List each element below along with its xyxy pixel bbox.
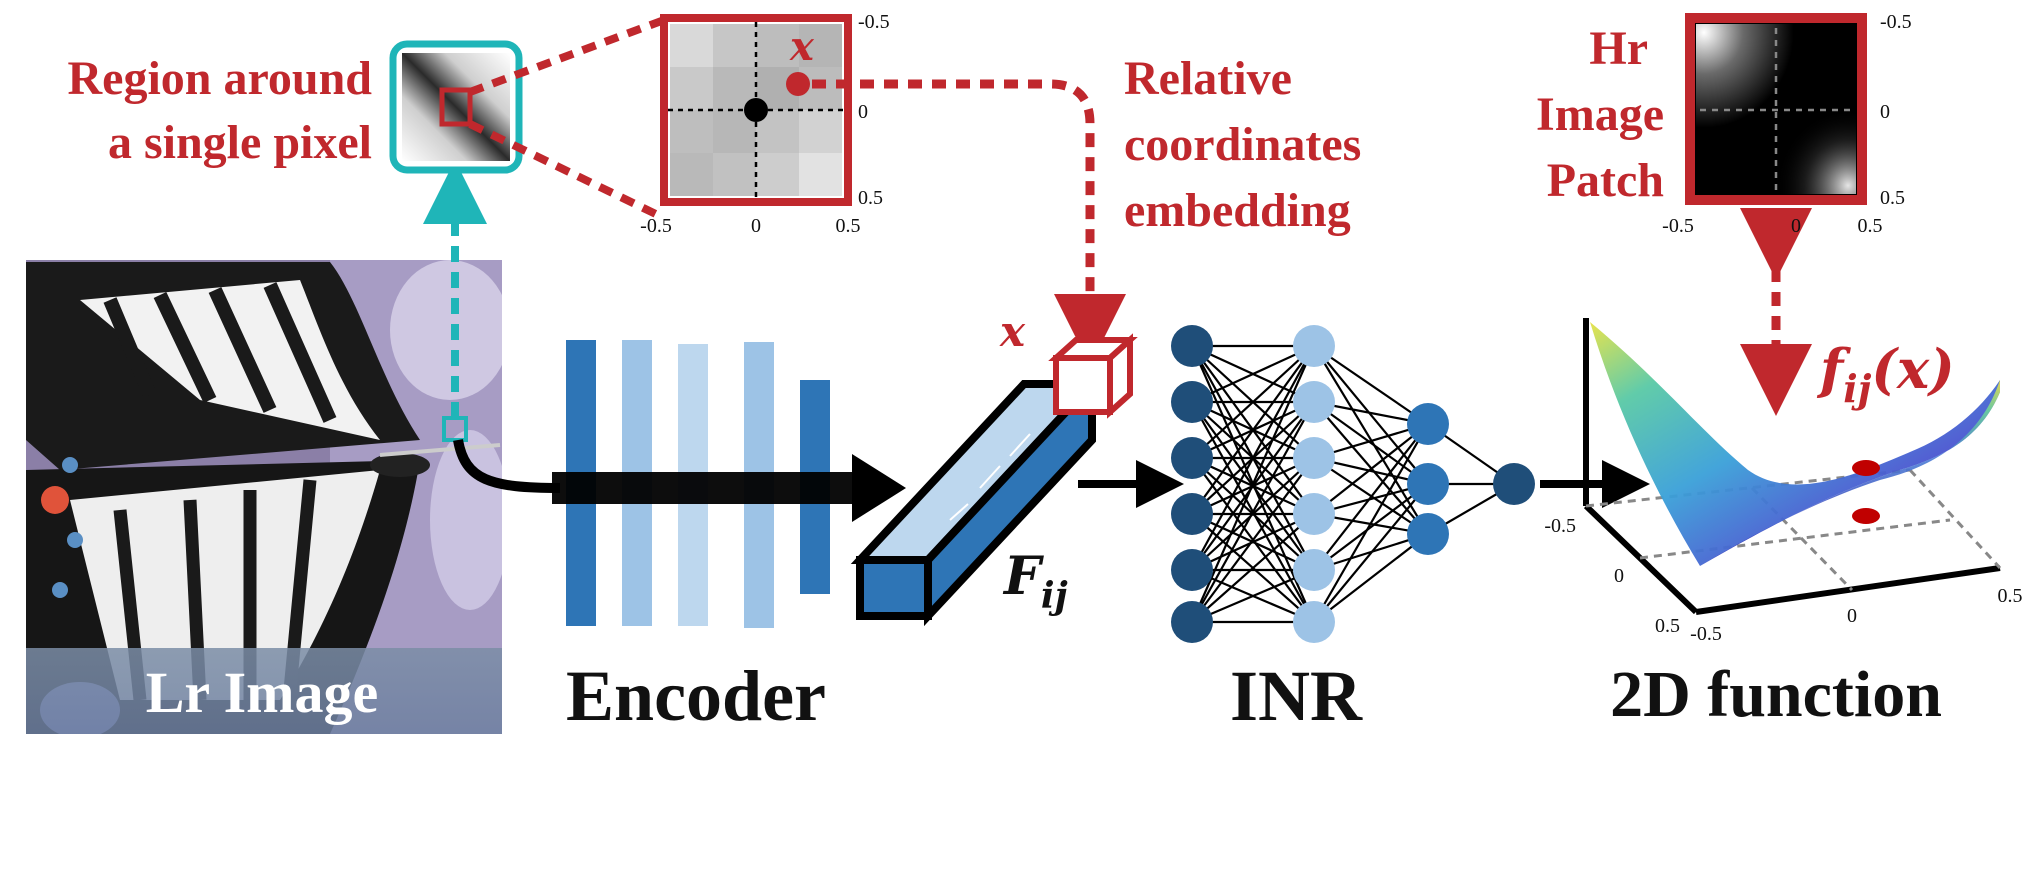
inr-edge <box>1313 423 1429 571</box>
inr-node-layer-1 <box>1171 437 1213 479</box>
hr-label-line1: Hr <box>1589 22 1648 75</box>
zoom-tick-mid-right: 0 <box>858 101 868 123</box>
inr-edge <box>1313 533 1429 623</box>
x-symbol-cube: x <box>999 307 1026 356</box>
inr-edge <box>1191 513 1315 623</box>
inr-edge <box>1191 345 1315 515</box>
surface-tick-bottom-start: -0.5 <box>1690 623 1722 645</box>
feature-F-label: Fij <box>1002 546 1068 617</box>
inr-edge <box>1191 568 1315 624</box>
hr-label-line3: Patch <box>1547 154 1664 207</box>
hr-tick-bottom-mid: 0 <box>1791 215 1801 237</box>
zoom-line-bottom <box>468 120 666 222</box>
inr-node-layer-2 <box>1293 601 1335 643</box>
inr-node-layer-2 <box>1293 549 1335 591</box>
region-label-line1: Region around <box>67 52 372 105</box>
inr-node-layer-2 <box>1293 325 1335 367</box>
inr-edge <box>1313 345 1429 485</box>
inr-edge <box>1313 423 1429 623</box>
inr-edge <box>1313 345 1429 425</box>
inr-node-layer-1 <box>1171 493 1213 535</box>
inr-node-layer-2 <box>1293 437 1335 479</box>
zoom-line-top <box>468 16 666 96</box>
function-2d-label: 2D function <box>1610 658 1942 731</box>
inr-edge <box>1313 401 1429 485</box>
zoom-tick-bottom-left: -0.5 <box>640 215 672 237</box>
inr-node-layer-2 <box>1293 493 1335 535</box>
inr-node-layer-1 <box>1171 601 1213 643</box>
neural-network-icon <box>1171 325 1535 643</box>
inr-node-layer-2 <box>1293 381 1335 423</box>
region-label-line2: a single pixel <box>108 116 372 169</box>
zoom-tick-top-right: -0.5 <box>858 11 890 33</box>
hr-tick-bottom-right: 0.5 <box>1880 187 1905 209</box>
inr-node-layer-1 <box>1171 325 1213 367</box>
inr-label: INR <box>1230 656 1363 736</box>
encoder-label: Encoder <box>566 656 826 736</box>
hr-image-patch <box>1685 13 1867 205</box>
inr-node-layer-3 <box>1407 513 1449 555</box>
x-symbol-zoom: x <box>789 23 815 70</box>
inr-node-layer-4 <box>1493 463 1535 505</box>
f-ij-x-label: fij(x) <box>1816 337 1955 411</box>
pixel-to-encoder-connector <box>453 439 561 493</box>
butterfly-image <box>26 260 502 734</box>
inr-edge <box>1313 423 1429 515</box>
embedding-dashed-arrow <box>812 79 1126 366</box>
lr-image-label: Lr Image <box>146 660 379 725</box>
hr-label-line2: Image <box>1536 88 1664 141</box>
inr-edge <box>1313 483 1429 571</box>
inr-node-layer-3 <box>1407 463 1449 505</box>
feature-cube-icon <box>850 333 1138 627</box>
zoom-tick-bottom-mid: 0 <box>751 215 761 237</box>
surface-tick-left0: 0 <box>1614 565 1624 587</box>
relative-label-line1: Relative <box>1124 52 1292 105</box>
hr-tick-bottom-left: -0.5 <box>1662 215 1694 237</box>
relative-label-line2: coordinates <box>1124 118 1361 171</box>
inr-node-layer-1 <box>1171 381 1213 423</box>
inr-node-layer-1 <box>1171 549 1213 591</box>
zoomed-pixel-grid <box>660 14 852 206</box>
surface-tick-bottom-mid: 0 <box>1847 605 1857 627</box>
surface-tick-left05: 0.5 <box>1655 615 1680 637</box>
inr-edge <box>1191 345 1315 571</box>
surface-tick-left: -0.5 <box>1544 515 1576 537</box>
hr-tick-top-right: -0.5 <box>1880 11 1912 33</box>
inr-edge <box>1313 483 1429 623</box>
inr-edge <box>1191 345 1315 459</box>
surface-tick-bottom-end: 0.5 <box>1998 585 2023 607</box>
surface-plot-icon <box>1583 318 2002 615</box>
zoom-tick-bottom-end: 0.5 <box>836 215 861 237</box>
hr-tick-bottom-end: 0.5 <box>1858 215 1883 237</box>
query-point <box>786 72 810 96</box>
zoom-tick-bottom-right: 0.5 <box>858 187 883 209</box>
region-patch <box>389 40 523 174</box>
hr-tick-mid-right: 0 <box>1880 101 1890 123</box>
inr-edge <box>1191 513 1315 571</box>
encoder-block <box>552 340 906 628</box>
relative-label-line3: embedding <box>1124 184 1351 237</box>
inr-node-layer-3 <box>1407 403 1449 445</box>
inr-edge <box>1191 345 1315 403</box>
inr-edge <box>1191 401 1315 623</box>
inr-edge <box>1190 345 1316 623</box>
inr-edge <box>1191 457 1315 623</box>
